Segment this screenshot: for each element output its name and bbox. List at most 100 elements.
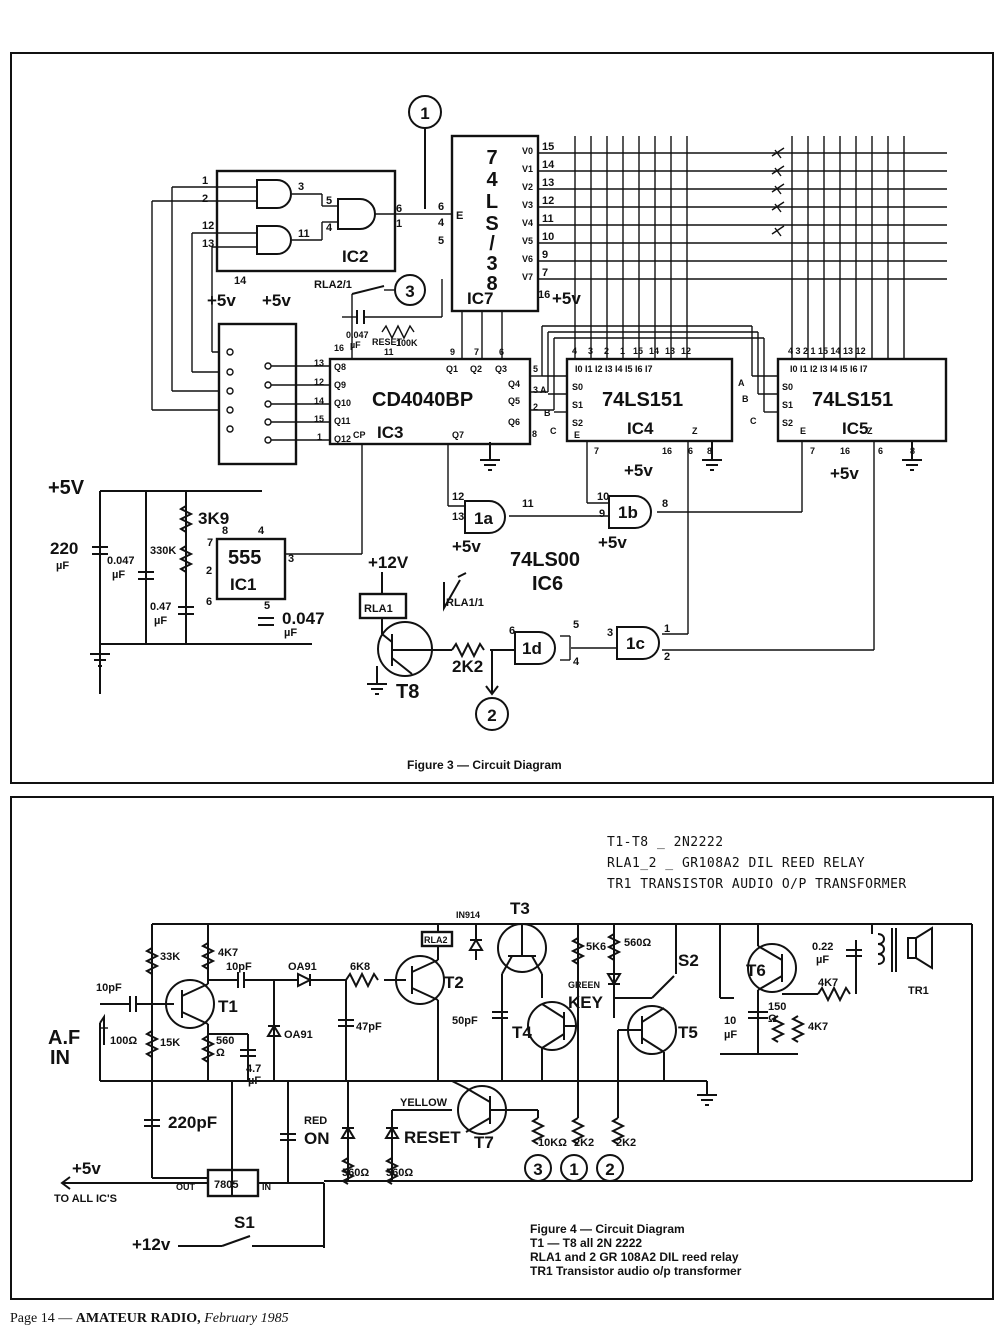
svg-text:2: 2 bbox=[533, 402, 538, 412]
figure-4-panel: T1-T8 _ 2N2222 RLA1_2 _ GR108A2 DIL REED… bbox=[10, 796, 994, 1300]
svg-text:Z: Z bbox=[867, 426, 873, 436]
svg-text:2: 2 bbox=[664, 651, 670, 663]
supply-12v-in: +12v bbox=[132, 1235, 171, 1254]
svg-text:6: 6 bbox=[396, 203, 402, 215]
node-2-circle-fig4 bbox=[596, 1154, 624, 1182]
caption4-line-4: TR1 Transistor audio o/p transformer bbox=[530, 1264, 742, 1278]
ic7-out-v6: V6 bbox=[522, 254, 533, 264]
svg-text:2: 2 bbox=[206, 565, 212, 577]
ic7-type-2: L bbox=[486, 191, 498, 213]
res-15k-value: 15K bbox=[160, 1037, 180, 1049]
ic6-type: 74LS00 bbox=[510, 549, 580, 571]
ic3-q4: Q4 bbox=[508, 379, 520, 389]
ic3-q3: Q3 bbox=[495, 364, 507, 374]
ic7-out-v3: V3 bbox=[522, 200, 533, 210]
svg-text:5: 5 bbox=[264, 600, 270, 612]
gate-1b-label: 1b bbox=[618, 503, 638, 522]
svg-text:1: 1 bbox=[664, 623, 670, 635]
caption4-line-2: T1 — T8 all 2N 2222 bbox=[530, 1236, 643, 1250]
ic7-pin-11: 11 bbox=[542, 213, 554, 225]
res-3k9-value: 3K9 bbox=[198, 509, 229, 528]
ic7-type-4: / bbox=[489, 233, 495, 255]
res-5k6-value: 5K6 bbox=[586, 941, 606, 953]
svg-text:13: 13 bbox=[452, 511, 464, 523]
tr1-transformer bbox=[877, 928, 897, 972]
ic2-pin-14: 14 bbox=[234, 275, 247, 287]
ic7-name: IC7 bbox=[467, 289, 493, 308]
svg-text:9: 9 bbox=[450, 347, 455, 357]
note-line-2: RLA1_2 _ GR108A2 DIL REED RELAY bbox=[607, 856, 866, 871]
rla2-contact-label: RLA2/1 bbox=[314, 279, 352, 291]
svg-text:13: 13 bbox=[202, 238, 214, 250]
ic4-box bbox=[565, 357, 734, 443]
ic7-out-v7: V7 bbox=[522, 272, 533, 282]
svg-text:4: 4 bbox=[438, 217, 445, 229]
svg-text:S1: S1 bbox=[572, 400, 583, 410]
ic7-type-3: S bbox=[485, 213, 498, 235]
svg-text:6: 6 bbox=[509, 625, 515, 637]
green-label: GREEN bbox=[568, 980, 600, 990]
ic7-out-v0: V0 bbox=[522, 146, 533, 156]
ic3-q1: Q1 bbox=[446, 364, 458, 374]
footer-magazine: AMATEUR RADIO, bbox=[75, 1311, 201, 1326]
ic3-pin-1: 1 bbox=[317, 432, 322, 442]
res-4k7b-value: 4K7 bbox=[818, 977, 838, 989]
oa91b-label: OA91 bbox=[284, 1029, 313, 1041]
ic3-q5: Q5 bbox=[508, 396, 520, 406]
gate-1b bbox=[608, 495, 652, 529]
svg-text:C: C bbox=[750, 416, 757, 426]
ic7-type-1: 4 bbox=[486, 169, 498, 191]
ic3-reset-label: RESET bbox=[372, 337, 403, 347]
ic4-pin-12: 12 bbox=[681, 346, 691, 356]
svg-text:S2: S2 bbox=[782, 418, 793, 428]
s2-label: S2 bbox=[678, 951, 699, 970]
ic7-type-0: 7 bbox=[486, 147, 497, 169]
speaker-icon bbox=[907, 926, 933, 970]
svg-text:11: 11 bbox=[298, 228, 310, 240]
gate-1c bbox=[616, 626, 660, 660]
cap-50pf-value: 50pF bbox=[452, 1015, 478, 1027]
ic3-box bbox=[328, 357, 532, 446]
ic7-out-v5: V5 bbox=[522, 236, 533, 246]
caption4-line-1: Figure 4 — Circuit Diagram bbox=[530, 1222, 685, 1236]
cap-0047-value: 0.047 bbox=[107, 555, 135, 567]
ic3-q12: Q12 bbox=[334, 434, 351, 444]
ic7-pin-15: 15 bbox=[542, 141, 554, 153]
res-150-value: 150 bbox=[768, 1001, 786, 1013]
ic7-out-v2: V2 bbox=[522, 182, 533, 192]
cap-47pf-value: 47pF bbox=[356, 1021, 382, 1033]
res-560b-value: 560Ω bbox=[624, 937, 651, 949]
page-footer: Page 14 — AMATEUR RADIO, February 1985 bbox=[10, 1311, 289, 1327]
t7-label: T7 bbox=[474, 1133, 494, 1152]
res-6k8-value: 6K8 bbox=[350, 961, 370, 973]
node-1-label: 1 bbox=[420, 104, 429, 123]
res-4k7c-value: 4K7 bbox=[808, 1021, 828, 1033]
svg-text:16: 16 bbox=[662, 446, 672, 456]
ic3-name: IC3 bbox=[377, 423, 403, 442]
cap-0047a-unit: µF bbox=[350, 340, 361, 350]
node-3-circle-fig4 bbox=[524, 1154, 552, 1182]
svg-text:11: 11 bbox=[384, 347, 394, 357]
node-2-label-fig4: 2 bbox=[605, 1160, 614, 1179]
t8-label: T8 bbox=[396, 681, 419, 703]
svg-text:7: 7 bbox=[594, 446, 599, 456]
ic7-pin-14: 14 bbox=[542, 159, 555, 171]
ic6-name: IC6 bbox=[532, 573, 563, 595]
to-all-ics: TO ALL IC'S bbox=[54, 1193, 117, 1205]
ic4-pin-13: 13 bbox=[665, 346, 675, 356]
node-3-label-fig4: 3 bbox=[533, 1160, 542, 1179]
cap-10pf-b-value: 10pF bbox=[226, 961, 252, 973]
node-3-circle bbox=[394, 274, 426, 306]
tr1-label: TR1 bbox=[908, 985, 929, 997]
svg-text:5: 5 bbox=[533, 364, 538, 374]
svg-text:8: 8 bbox=[662, 498, 668, 510]
node-1-circle-fig4 bbox=[560, 1154, 588, 1182]
figure-3-caption: Figure 3 — Circuit Diagram bbox=[407, 758, 562, 772]
svg-text:C: C bbox=[550, 426, 557, 436]
res-560c-value: 560Ω bbox=[342, 1167, 369, 1179]
ic7-supply: +5v bbox=[552, 289, 581, 308]
res-33k-value: 33K bbox=[160, 951, 180, 963]
ic3-q9: Q9 bbox=[334, 380, 346, 390]
ic7-out-v4: V4 bbox=[522, 218, 533, 228]
mux-input-lines bbox=[574, 136, 905, 359]
